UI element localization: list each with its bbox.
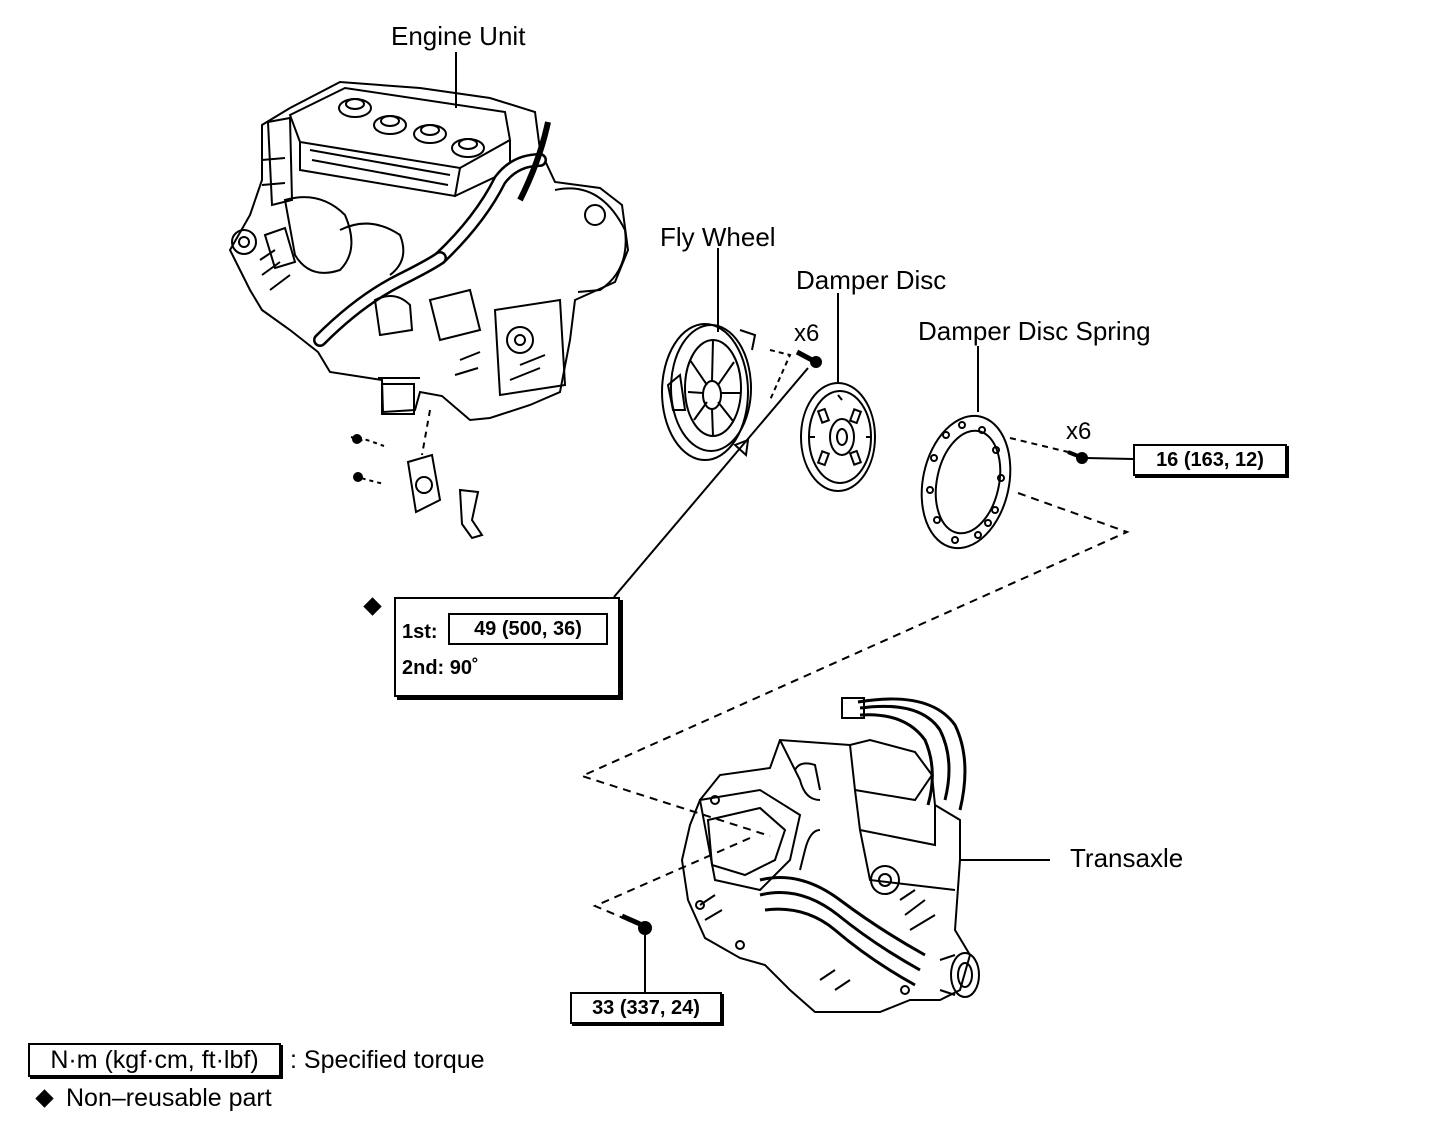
spring-bolt-torque: 16 (163, 12)	[1133, 444, 1287, 476]
damper-disc-spring-illustration	[920, 414, 1069, 550]
non-reusable-legend-text: Non–reusable part	[66, 1084, 272, 1112]
first-step-label: 1st:	[402, 621, 438, 643]
damper-disc-illustration	[800, 382, 876, 492]
engine-unit-label: Engine Unit	[391, 21, 526, 51]
flywheel-bolt	[795, 349, 822, 368]
alignment-line-lower	[592, 837, 751, 921]
flywheel-illustration	[661, 323, 792, 461]
first-step-torque: 49 (500, 36)	[448, 613, 608, 645]
transaxle-label: Transaxle	[1070, 843, 1184, 873]
transaxle-bolt	[620, 913, 652, 992]
torque-units-meaning: : Specified torque	[290, 1046, 485, 1074]
damper-disc-spring-bolt	[1067, 450, 1134, 464]
flywheel-bolt-torque-callout: 1st: 49 (500, 36) 2nd: 90˚	[394, 597, 620, 697]
engine-cover-plate-parts	[350, 409, 484, 540]
legend: N·m (kgf·cm, ft·lbf) : Specified torque …	[26, 1042, 546, 1117]
flywheel-bolt-quantity: x6	[794, 320, 820, 347]
transaxle-illustration	[680, 697, 980, 1013]
fly-wheel-label: Fly Wheel	[660, 222, 776, 252]
damper-disc-spring-label: Damper Disc Spring	[918, 316, 1151, 346]
second-step: 2nd: 90˚	[402, 657, 479, 679]
alignment-line-upper	[579, 492, 1130, 837]
flywheel-bolt-leader	[613, 367, 809, 598]
transaxle-bolt-torque: 33 (337, 24)	[570, 992, 722, 1024]
damper-disc-label: Damper Disc	[796, 265, 947, 295]
non-reusable-diamond-icon	[35, 1089, 54, 1108]
torque-units-box: N·m (kgf·cm, ft·lbf)	[28, 1043, 281, 1077]
engine-unit-illustration	[228, 80, 630, 422]
spring-bolt-quantity: x6	[1066, 418, 1092, 445]
